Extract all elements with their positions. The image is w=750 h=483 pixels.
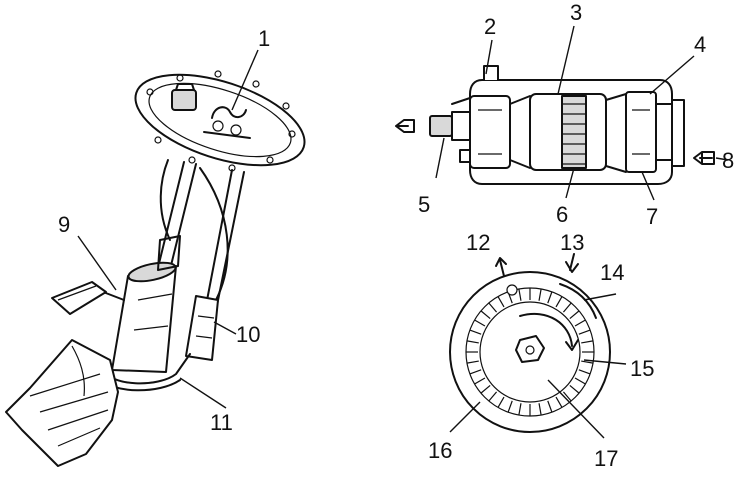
label-5: 5 (418, 192, 430, 217)
pump-body (111, 235, 181, 373)
label-10: 10 (236, 322, 260, 347)
impeller-vanes (466, 288, 594, 416)
impeller-vane (497, 296, 505, 308)
label-3: 3 (570, 0, 582, 25)
impeller-vane (469, 369, 482, 375)
label-8: 8 (722, 148, 734, 173)
impeller-vane (469, 329, 482, 335)
impeller-vane (581, 340, 594, 344)
label-13: 13 (560, 230, 584, 255)
impeller-vane (488, 302, 498, 313)
leader-lines (77, 25, 729, 439)
impeller-vane (538, 403, 542, 416)
fuel-pump-module (5, 70, 306, 467)
label-9: 9 (58, 212, 70, 237)
impeller-vane (518, 288, 522, 301)
impeller-vane (488, 391, 498, 402)
inlet-arrow (693, 151, 715, 165)
callout-labels: 1 2 3 4 5 6 7 8 9 10 11 12 13 14 15 16 1… (58, 0, 734, 471)
impeller-vane (562, 391, 572, 402)
outlet-arrow (395, 119, 415, 133)
pump-cross-section (395, 65, 715, 185)
label-6: 6 (556, 202, 568, 227)
impeller-vane (466, 360, 479, 364)
impeller-vane (555, 396, 563, 408)
reservoir-bracket (185, 295, 219, 361)
impeller-vane (569, 310, 580, 320)
impeller-vane (555, 296, 563, 308)
mounting-flange (134, 70, 306, 172)
impeller-vane (562, 302, 572, 313)
fuel-level-float (51, 281, 125, 315)
label-7: 7 (646, 204, 658, 229)
impeller-vane (569, 384, 580, 394)
label-1: 1 (258, 26, 270, 51)
fuel-strainer (5, 339, 119, 467)
impeller-vane (497, 396, 505, 408)
label-14: 14 (600, 260, 624, 285)
impeller-vane (466, 340, 479, 344)
label-12: 12 (466, 230, 490, 255)
label-17: 17 (594, 446, 618, 471)
impeller-vane (578, 329, 591, 335)
impeller-vane (547, 291, 553, 304)
label-2: 2 (484, 14, 496, 39)
impeller-vane (574, 319, 586, 327)
impeller-vane (507, 400, 513, 413)
impeller-vane (578, 369, 591, 375)
label-15: 15 (630, 356, 654, 381)
label-16: 16 (428, 438, 452, 463)
impeller-vane (574, 377, 586, 385)
impeller-vane (547, 400, 553, 413)
impeller-vane (581, 360, 594, 364)
impeller-vane (480, 310, 491, 320)
impeller-vane (538, 288, 542, 301)
impeller-vane (518, 403, 522, 416)
label-4: 4 (694, 32, 706, 57)
impeller-view (449, 253, 611, 433)
label-11: 11 (210, 410, 233, 435)
impeller-vane (480, 384, 491, 394)
impeller-vane (474, 377, 486, 385)
impeller-vane (474, 319, 486, 327)
